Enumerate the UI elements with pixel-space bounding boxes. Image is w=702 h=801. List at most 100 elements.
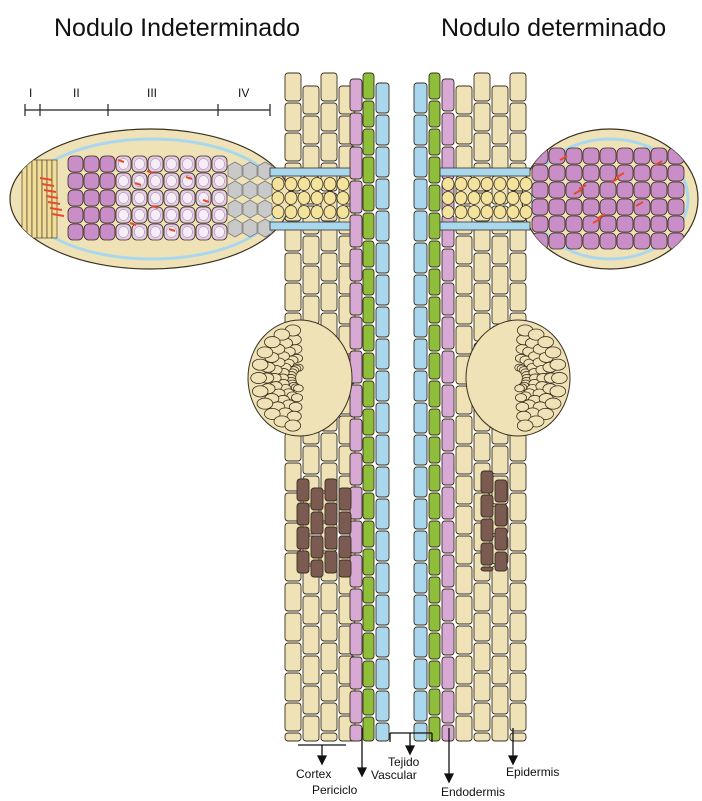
endodermis-cell	[429, 353, 440, 379]
symbiosome	[183, 193, 193, 204]
cortex-cell	[492, 86, 508, 114]
infected-cell	[100, 224, 115, 240]
senescent-cell	[228, 162, 242, 180]
endodermis-cell	[429, 101, 440, 127]
cortex-cell	[321, 283, 337, 311]
infected-cell	[634, 216, 650, 232]
cortex-cell	[510, 253, 526, 281]
endodermis-cell	[363, 437, 374, 463]
strand-cell	[520, 178, 532, 191]
primordium-cell	[285, 420, 301, 431]
cortex-cell	[456, 416, 472, 444]
cortex-cell	[321, 253, 337, 281]
endodermis-cell	[363, 549, 374, 575]
cortex-cell	[456, 656, 472, 684]
primordium-cell	[545, 347, 561, 358]
label-epidermis: Epidermis	[506, 766, 559, 779]
endodermis-cell	[429, 549, 440, 575]
infected-cell	[617, 199, 633, 215]
cortex-cell	[510, 553, 526, 581]
pericycle-cell	[350, 147, 362, 179]
infected-cell	[532, 182, 548, 198]
label-vascular: Vascular	[371, 769, 417, 782]
symbiosome	[199, 159, 209, 170]
meristem-cell	[42, 160, 47, 238]
zone-scale-bar	[25, 104, 270, 116]
cortex-cell	[474, 433, 490, 461]
strand-cell	[298, 206, 310, 219]
vascular-cell	[376, 147, 389, 177]
pericycle-cell	[442, 113, 454, 145]
endodermis-cell	[363, 325, 374, 351]
endodermis-cell	[363, 297, 374, 323]
cortex-cell	[492, 716, 508, 741]
cortex-cell	[456, 626, 472, 654]
vascular-cell	[414, 627, 427, 657]
infected-cell	[549, 199, 565, 215]
infected-cell	[566, 216, 582, 232]
strand-cell	[442, 206, 454, 219]
vascular-cell	[414, 403, 427, 433]
pericycle-cell	[442, 521, 454, 553]
primordium-cell	[294, 385, 304, 392]
dividing-cell	[297, 527, 309, 549]
cortex-cell	[321, 433, 337, 461]
strand-cell	[285, 178, 297, 191]
symbiosome	[135, 210, 145, 221]
vascular-cell	[376, 691, 389, 721]
dividing-cell	[311, 512, 323, 534]
primordium-cell	[252, 359, 268, 370]
pericycle-cell	[350, 385, 362, 417]
strand-cell	[324, 178, 336, 191]
senescent-cell	[228, 219, 242, 237]
strand-cell	[507, 192, 519, 205]
symbiosome	[183, 210, 193, 221]
symbiosome	[215, 227, 225, 238]
infected-cell	[668, 148, 684, 164]
primordium-cell	[252, 386, 268, 397]
symbiosome	[119, 227, 129, 238]
cortex-cell	[321, 643, 337, 671]
vascular-cell	[414, 467, 427, 497]
strand-cell	[442, 192, 454, 205]
cortex-cell	[303, 656, 319, 684]
vascular-cell	[376, 275, 389, 305]
vascular-strand	[270, 168, 350, 176]
endodermis-cell	[363, 101, 374, 127]
vascular-cell	[414, 371, 427, 401]
endodermis-cell	[363, 353, 374, 379]
strand-cell	[468, 178, 480, 191]
infected-cell	[549, 165, 565, 181]
meristem-cell	[27, 160, 32, 238]
symbiosome	[151, 159, 161, 170]
meristem-cell	[32, 160, 37, 238]
meristem-cell	[47, 160, 52, 238]
symbiosome	[199, 227, 209, 238]
primordium-cell	[550, 386, 566, 397]
dividing-cell	[325, 503, 337, 525]
dividing-cell	[495, 504, 507, 526]
strand-cell	[507, 206, 519, 219]
senescent-cell	[228, 200, 242, 218]
cortex-cell	[474, 283, 490, 311]
cortex-cell	[474, 673, 490, 701]
cortex-cell	[456, 446, 472, 474]
vascular-cell	[414, 723, 427, 741]
cortex-cell	[474, 73, 490, 101]
vascular-cell	[414, 307, 427, 337]
endodermis-cell	[429, 605, 440, 631]
infected-cell	[566, 148, 582, 164]
pericycle-cell	[350, 657, 362, 689]
infected-cell	[651, 216, 667, 232]
endodermis-cell	[363, 381, 374, 407]
primordium-cell	[515, 385, 525, 392]
strand-cell	[337, 178, 349, 191]
endodermis-cell	[429, 325, 440, 351]
vascular-cell	[376, 659, 389, 689]
infected-cell	[549, 216, 565, 232]
vascular-cell	[376, 243, 389, 273]
infected-cell	[668, 216, 684, 232]
cortex-cell	[321, 673, 337, 701]
cortex-cell	[303, 716, 319, 741]
symbiosome	[167, 210, 177, 221]
